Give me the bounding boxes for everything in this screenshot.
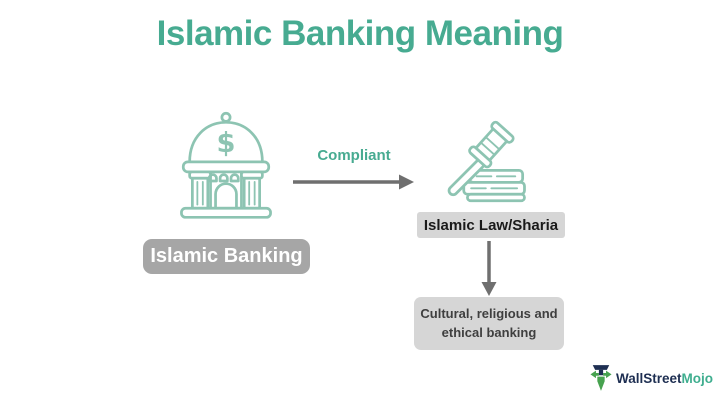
- right-column-shape: [242, 176, 261, 210]
- dome-finial-shape: [220, 111, 232, 123]
- doorway-arch-shape: [214, 182, 238, 210]
- gavel-books-icon: [447, 120, 526, 203]
- brand-text: WallStreetMojo: [616, 371, 713, 386]
- down-arrow-icon: [481, 241, 497, 296]
- left-column-shape: [191, 176, 210, 210]
- cornice-shape: [181, 160, 271, 174]
- base-shape: [180, 206, 272, 219]
- result-label-box: Cultural, religious and ethical banking: [414, 297, 564, 350]
- gavel-head-shape: [468, 120, 515, 169]
- brand-text-wallstreet: WallStreet: [616, 370, 682, 386]
- right-arrow-icon: [293, 174, 414, 190]
- result-label: Cultural, religious and ethical banking: [420, 305, 558, 340]
- law-label: Islamic Law/Sharia: [423, 216, 559, 234]
- window-arch-shape: [218, 173, 229, 183]
- window-arch-shape: [207, 173, 218, 183]
- dome-shape: [188, 120, 264, 164]
- law-label-box: Islamic Law/Sharia: [417, 212, 565, 238]
- window-arch-shape: [229, 173, 240, 183]
- bull-logo-icon: [590, 365, 612, 391]
- wallstreetmojo-logo: WallStreetMojo: [590, 363, 713, 393]
- source-label: Islamic Banking: [150, 245, 303, 267]
- book-shape: [466, 192, 526, 203]
- bank-mosque-icon: $: [180, 111, 272, 219]
- source-label-box: Islamic Banking: [143, 239, 310, 274]
- brand-text-mojo: Mojo: [681, 370, 714, 386]
- page-title: Islamic Banking Meaning: [156, 14, 564, 53]
- arrow-label: Compliant: [317, 147, 391, 164]
- dollar-sign-icon: $: [217, 128, 236, 159]
